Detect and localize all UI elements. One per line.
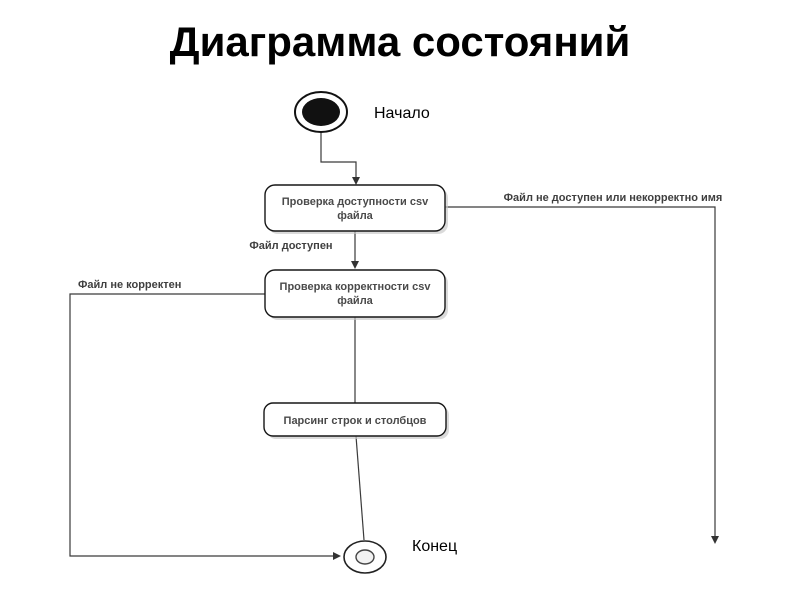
edge-label-file-available: Файл доступен (249, 240, 332, 252)
end-state: Конец (343, 538, 457, 574)
edge-line (320, 132, 357, 178)
start-state-dot-icon (302, 98, 340, 126)
node-parsing-label: Парсинг строк и столбцов (284, 415, 427, 427)
arrowhead-icon (351, 261, 359, 269)
edge-file-unavailable: Файл не доступен или некорректно имя (445, 192, 722, 544)
arrowhead-icon (333, 552, 341, 560)
arrowhead-icon (352, 177, 360, 185)
node-check-availability-label-line1: Проверка доступности csv (282, 196, 429, 208)
page-title: Диаграмма состояний (169, 18, 631, 65)
edge-label-file-unavailable: Файл не доступен или некорректно имя (504, 192, 723, 204)
edge-label-file-incorrect: Файл не корректен (78, 279, 181, 291)
node-box (264, 184, 446, 232)
edge-parsing-to-end (355, 435, 365, 541)
edge-file-available: Файл доступен (249, 231, 359, 269)
node-check-correctness: Проверка корректности csv файла (264, 269, 448, 320)
end-state-dot-icon (355, 549, 375, 565)
node-check-availability: Проверка доступности csv файла (264, 184, 448, 234)
edge-start-to-availability (320, 132, 360, 185)
edge-line (69, 293, 333, 557)
node-box (263, 402, 447, 437)
arrowhead-icon (711, 536, 719, 544)
edge-line (355, 435, 365, 541)
node-parsing: Парсинг строк и столбцов (263, 402, 449, 439)
node-check-availability-label-line2: файла (337, 210, 373, 222)
start-state-label: Начало (374, 105, 430, 122)
node-check-correctness-label-line1: Проверка корректности csv (280, 281, 432, 293)
end-state-label: Конец (412, 538, 457, 555)
node-box (264, 269, 446, 318)
node-check-correctness-label-line2: файла (337, 295, 373, 307)
edge-file-incorrect: Файл не корректен (69, 279, 341, 560)
edge-line (445, 206, 716, 537)
start-state: Начало (294, 91, 430, 133)
